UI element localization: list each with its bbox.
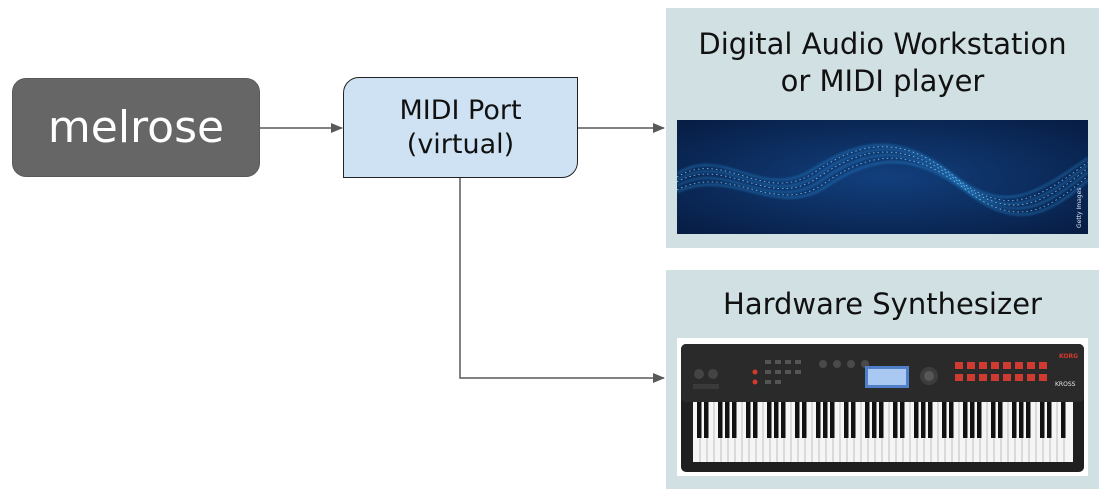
daw-panel: Digital Audio Workstation or MIDI player (666, 8, 1099, 248)
daw-title-line-2: or MIDI player (780, 63, 985, 98)
arrow-port-to-synth (459, 178, 665, 383)
svg-text:Getty Images: Getty Images (1076, 188, 1083, 228)
daw-title-line-1: Digital Audio Workstation (698, 27, 1067, 61)
melrose-node: melrose (12, 78, 260, 177)
daw-panel-title: Digital Audio Workstation or MIDI player (666, 8, 1099, 100)
hardware-panel-title: Hardware Synthesizer (723, 287, 1042, 321)
midi-port-label: MIDI Port (399, 94, 522, 126)
keyboard-synthesizer-image: KORG KROSS (677, 338, 1088, 476)
synth-keys (693, 402, 1073, 462)
hardware-synth-panel: Hardware Synthesizer (666, 270, 1099, 489)
midi-port-sublabel: (virtual) (406, 128, 515, 160)
synth-brand-label: KROSS (1055, 381, 1076, 388)
melrose-label: melrose (47, 102, 225, 153)
blue-sound-wave-image: Getty Images (677, 120, 1088, 234)
svg-text:KORG: KORG (1059, 353, 1078, 360)
midi-port-node: MIDI Port (virtual) (343, 77, 578, 178)
